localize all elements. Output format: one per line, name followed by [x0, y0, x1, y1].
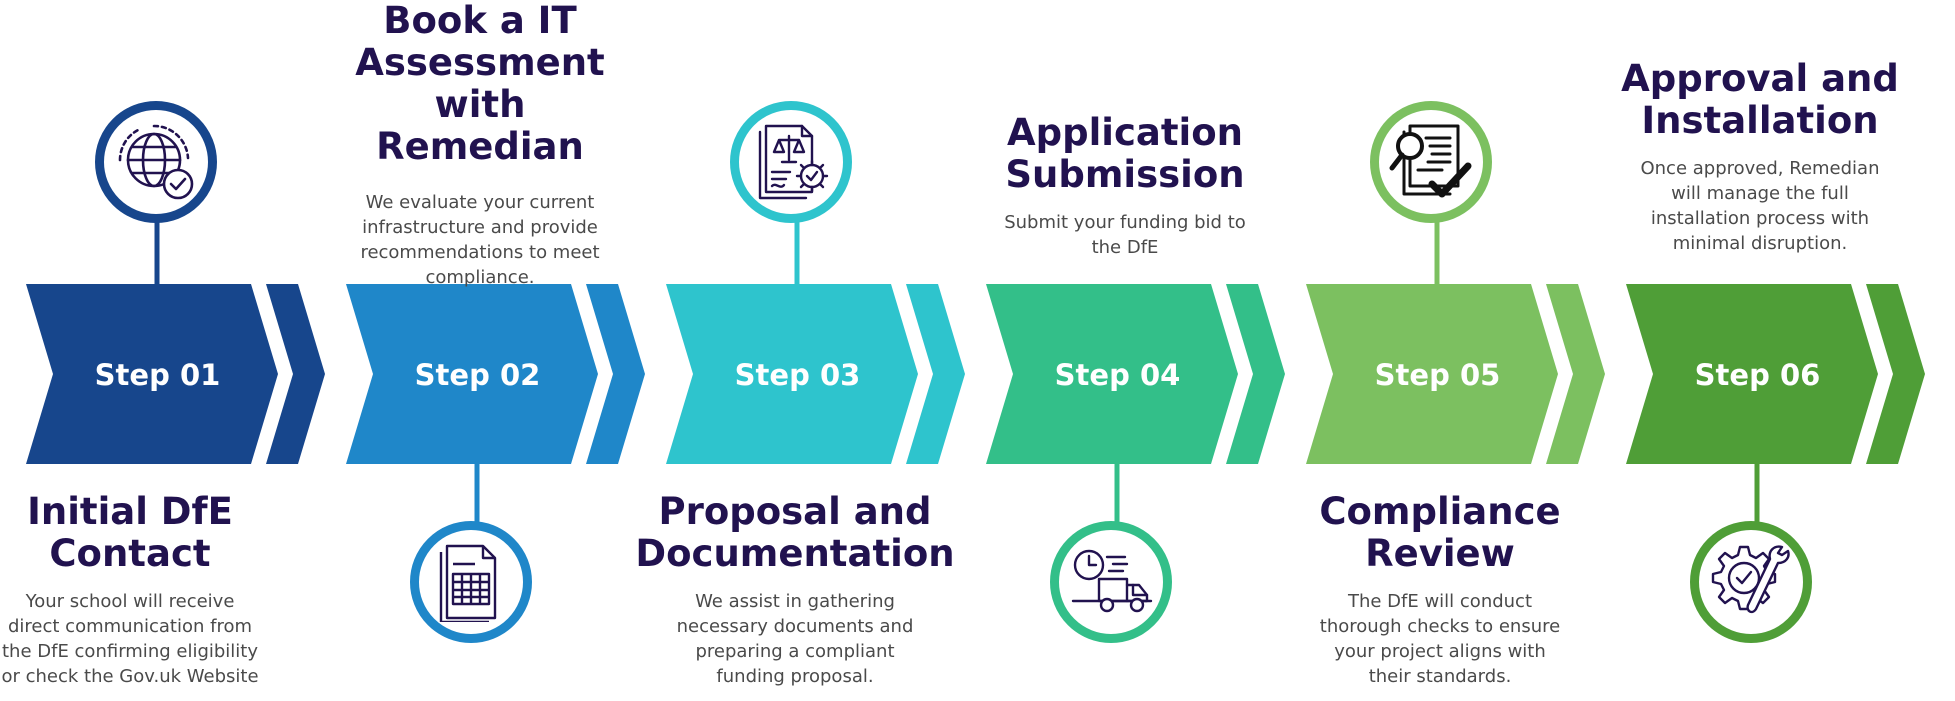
- step-05-chevron: [1306, 284, 1558, 464]
- step-04-label: Step 04: [1055, 358, 1181, 392]
- step-04-title: Application Submission: [1005, 111, 1245, 196]
- step-01-chevron: [26, 284, 278, 464]
- step-03-label: Step 03: [735, 358, 861, 392]
- step-06-label: Step 06: [1695, 358, 1821, 392]
- step-05-description: The DfE will conduct thorough checks to …: [1319, 591, 1561, 687]
- step-05-title: Compliance Review: [1319, 490, 1561, 575]
- step-03-arrow: [906, 284, 965, 464]
- step-01-text: Initial DfE Contact Your school will rec…: [0, 491, 260, 689]
- gear-wrench-check-icon: [1711, 545, 1790, 614]
- magnifier-document-check-icon: [1389, 124, 1472, 198]
- step-03-title: Proposal and Documentation: [635, 490, 955, 575]
- step-06-arrow: [1866, 284, 1925, 464]
- delivery-truck-clock-icon: [1071, 549, 1153, 613]
- step-01-icon-circle: [95, 101, 217, 223]
- step-04-chevron: [986, 284, 1238, 464]
- step-02-chevron: [346, 284, 598, 464]
- step-03-icon-circle: [730, 101, 852, 223]
- step-06-text: Approval and Installation Once approved,…: [1610, 58, 1910, 256]
- step-03-description: We assist in gathering necessary documen…: [676, 591, 914, 687]
- spreadsheet-document-icon: [439, 544, 497, 622]
- step-01-label: Step 01: [95, 358, 221, 392]
- step-03-text: Proposal and Documentation We assist in …: [630, 491, 960, 689]
- step-02-text: Book a IT Assessment with Remedian We ev…: [315, 0, 645, 290]
- globe-check-icon: [118, 124, 194, 200]
- step-04-text: Application Submission Submit your fundi…: [980, 112, 1270, 260]
- step-01-arrow: [266, 284, 325, 464]
- step-01-description: Your school will receive direct communic…: [1, 591, 259, 687]
- step-05-label: Step 05: [1375, 358, 1501, 392]
- step-06-description: Once approved, Remedian will manage the …: [1640, 158, 1880, 254]
- step-05-icon-circle: [1370, 101, 1492, 223]
- step-03-chevron: [666, 284, 918, 464]
- step-04-arrow: [1226, 284, 1285, 464]
- step-02-icon-circle: [410, 521, 532, 643]
- step-06-chevron: [1626, 284, 1878, 464]
- step-06-icon-circle: [1690, 521, 1812, 643]
- step-05-text: Compliance Review The DfE will conduct t…: [1290, 491, 1590, 689]
- step-04-icon-circle: [1050, 521, 1172, 643]
- step-02-description: We evaluate your current infrastructure …: [360, 192, 600, 288]
- step-02-arrow: [586, 284, 645, 464]
- step-04-description: Submit your funding bid to the DfE: [1004, 212, 1246, 258]
- step-05-arrow: [1546, 284, 1605, 464]
- step-02-label: Step 02: [415, 358, 541, 392]
- step-02-title: Book a IT Assessment with Remedian: [355, 0, 605, 168]
- step-01-title: Initial DfE Contact: [27, 490, 233, 575]
- step-06-title: Approval and Installation: [1621, 57, 1899, 142]
- legal-document-gear-icon: [758, 124, 829, 200]
